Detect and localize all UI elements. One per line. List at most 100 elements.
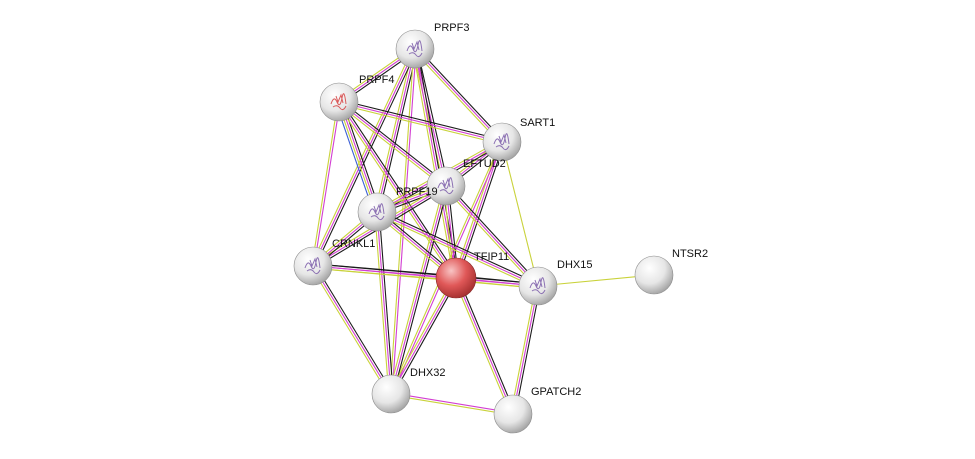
edge-evidence-line [338,101,447,187]
edge-prpf4-crnkl1 [311,101,341,267]
edge-evidence-line [445,185,539,287]
edge-evidence-line [453,278,512,416]
node-prpf4[interactable]: PRPF4 [319,74,394,122]
edge-evidence-line [338,103,502,145]
node-bubble[interactable] [482,122,522,162]
edge-tfip11-dhx32 [388,276,459,396]
edge-evidence-line [414,48,447,187]
node-dhx15[interactable]: DHX15 [518,259,592,306]
node-label-ntsr2: NTSR2 [672,248,708,260]
node-bubble[interactable] [293,246,333,286]
node-label-tfip11: TFIP11 [474,251,509,263]
node-bubble[interactable] [426,166,466,206]
node-prpf3[interactable]: PRPF3 [395,22,469,69]
edge-prpf3-eftud2 [412,48,449,187]
protein-structure-icon [330,93,347,111]
edge-evidence-line [340,99,448,185]
edge-evidence-line [512,285,539,415]
edge-evidence-line [337,103,445,189]
edge-sart1-dhx15 [501,141,539,287]
node-label-dhx15: DHX15 [557,259,592,271]
node-eftud2[interactable]: EFTUD2 [426,158,506,206]
focus-node-bubble[interactable] [435,257,477,299]
node-bubble[interactable] [493,394,533,434]
edge-evidence-line [388,276,455,394]
node-sart1[interactable]: SART1 [482,117,555,162]
edge-evidence-line [391,392,514,414]
edge-prpf3-prpf19 [374,48,418,213]
edge-eftud2-dhx32 [388,185,449,395]
node-bubble[interactable] [357,192,397,232]
edge-evidence-line [392,186,449,395]
edge-prpf4-tfip11 [336,100,459,280]
edge-evidence-line [310,266,390,396]
edge-evidence-line [374,212,390,395]
edge-evidence-line [455,141,503,279]
node-label-eftud2: EFTUD2 [463,158,506,170]
node-crnkl1[interactable]: CRNKL1 [293,238,375,286]
edge-prpf4-sart1 [338,99,503,145]
edge-evidence-line [457,276,516,414]
edge-evidence-line [443,187,537,288]
node-label-sart1: SART1 [520,117,555,129]
edge-dhx32-gpatch2 [390,392,514,416]
edge-evidence-line [335,102,375,214]
node-bubble[interactable] [634,255,674,295]
edge-evidence-line [416,48,449,186]
edge-evidence-line [376,211,539,287]
node-label-prpf3: PRPF3 [434,22,469,34]
edge-prpf4-eftud2 [337,99,448,189]
edge-evidence-line [376,48,416,213]
edge-dhx15-gpatch2 [510,285,541,415]
node-ntsr2[interactable]: NTSR2 [634,248,708,295]
protein-structure-icon [304,257,321,275]
edge-evidence-line [414,48,503,143]
edge-evidence-line [311,101,339,266]
edge-evidence-line [378,49,418,213]
edge-evidence-line [412,50,501,144]
edge-evidence-line [390,277,457,395]
node-label-crnkl1: CRNKL1 [332,238,375,250]
edge-evidence-line [374,48,414,212]
edge-evidence-line [314,49,418,268]
edge-evidence-line [510,285,537,414]
edge-evidence-line [310,47,414,266]
edge-evidence-line [314,264,394,394]
edge-evidence-line [514,286,541,415]
protein-structure-icon [493,133,510,151]
edge-prpf3-sart1 [412,47,505,144]
node-bubble[interactable] [319,82,359,122]
nodes-layer: PRPF3PRPF4SART1EFTUD2PRPF19CRNKL1TFIP11D… [293,22,708,434]
edge-evidence-line [453,141,501,278]
node-bubble[interactable] [518,266,558,306]
protein-structure-icon [437,177,454,195]
edge-evidence-line [312,48,416,267]
protein-structure-icon [529,277,546,295]
node-prpf19[interactable]: PRPF19 [357,186,438,232]
edge-sart1-tfip11 [453,141,505,279]
edge-evidence-line [416,47,505,141]
edge-evidence-line [455,277,514,415]
protein-structure-icon [406,40,423,58]
protein-structure-icon [368,203,385,221]
edge-evidence-line [339,99,503,141]
edge-evidence-line [388,185,445,394]
edge-evidence-line [412,49,445,187]
node-bubble[interactable] [371,374,411,414]
node-label-prpf4: PRPF4 [359,74,394,86]
node-tfip11[interactable]: TFIP11 [435,251,509,299]
edge-evidence-line [447,184,541,285]
edge-evidence-line [336,102,455,280]
edge-evidence-line [390,394,513,416]
node-gpatch2[interactable]: GPATCH2 [493,386,581,434]
edge-evidence-line [376,211,392,395]
node-label-dhx32: DHX32 [410,367,445,379]
edge-evidence-line [537,274,655,287]
edge-evidence-line [338,101,457,279]
edge-evidence-line [337,102,377,213]
node-dhx32[interactable]: DHX32 [371,367,445,414]
edge-evidence-line [312,265,392,395]
node-bubble[interactable] [395,29,435,69]
edge-evidence-line [340,100,459,278]
edge-evidence-line [375,213,538,289]
